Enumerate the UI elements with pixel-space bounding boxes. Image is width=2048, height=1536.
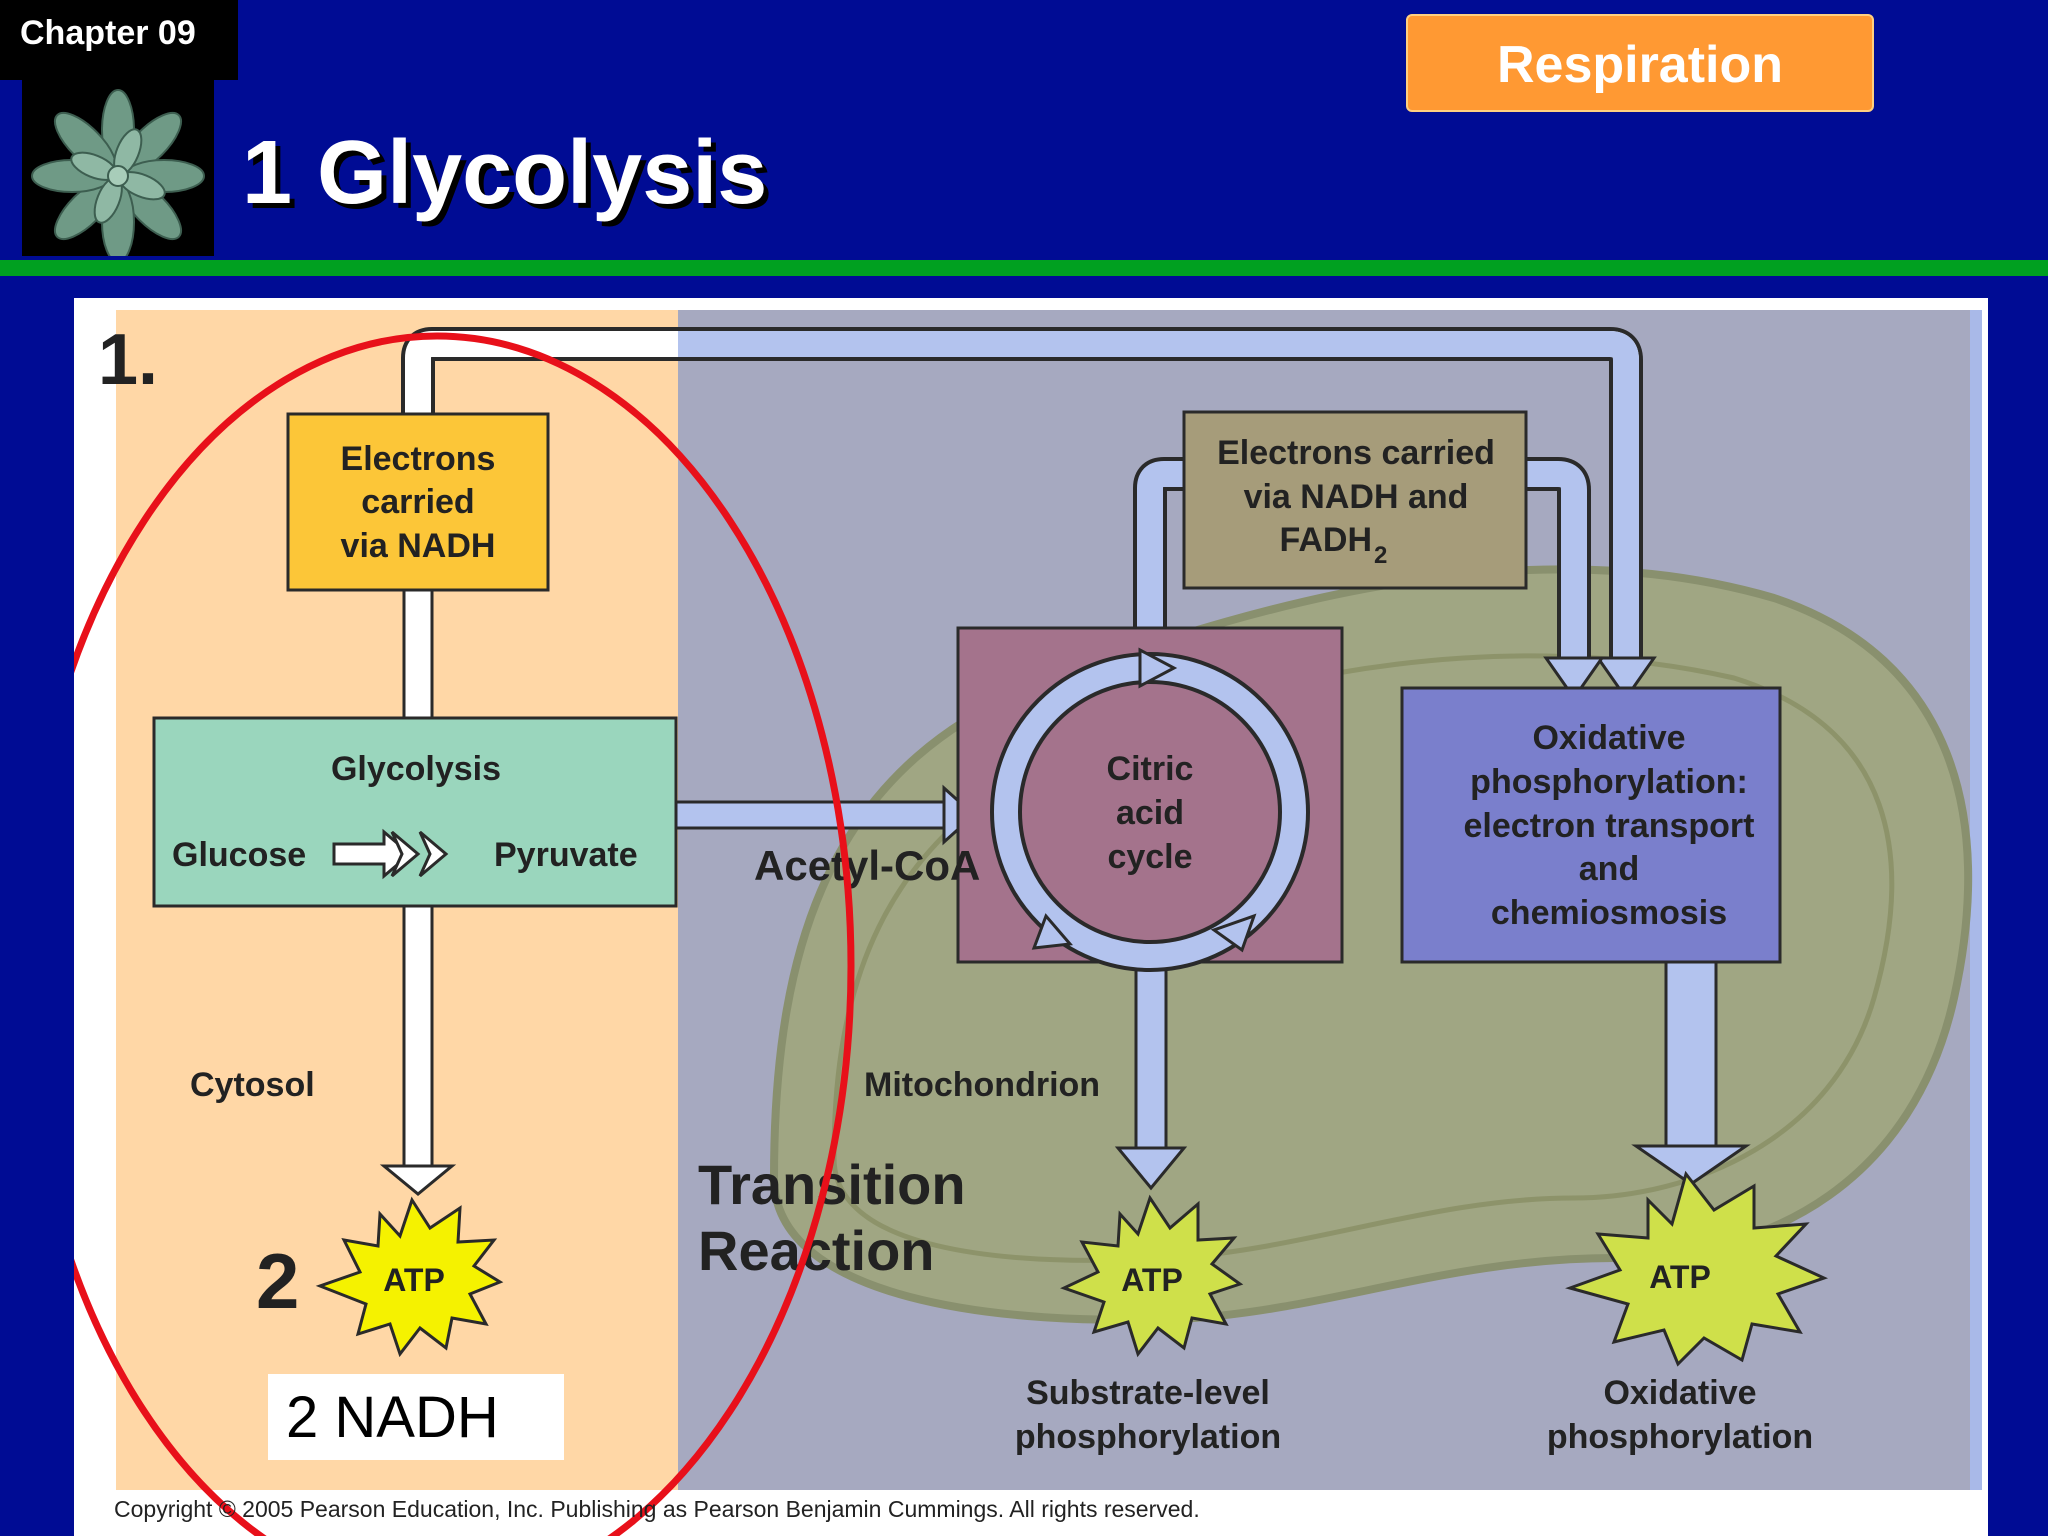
chapter-tag: Chapter 09 bbox=[0, 0, 238, 80]
atp-label-2: ATP bbox=[1121, 1262, 1183, 1298]
atp-starburst-glycolysis: ATP bbox=[315, 1196, 504, 1358]
glucose-label: Glucose bbox=[172, 836, 306, 874]
respiration-diagram: Electrons carried via NADH Glycolysis Gl… bbox=[74, 310, 1982, 1536]
electrons-fadh-line2: via NADH and bbox=[1244, 478, 1469, 516]
oxphos-line5: chemiosmosis bbox=[1491, 894, 1727, 932]
electrons-fadh-line1: Electrons carried bbox=[1217, 434, 1495, 472]
respiration-figure: Electrons carried via NADH Glycolysis Gl… bbox=[74, 298, 1988, 1536]
substrate-line1: Substrate-level bbox=[1026, 1374, 1270, 1412]
oxphos-line1: Oxidative bbox=[1532, 719, 1685, 757]
oxphos-line2: phosphorylation: bbox=[1470, 763, 1748, 801]
oxphos-line3: electron transport bbox=[1464, 807, 1755, 845]
citric-line2: acid bbox=[1116, 794, 1184, 832]
topic-banner: Respiration bbox=[1406, 14, 1874, 112]
copyright-notice: Copyright © 2005 Pearson Education, Inc.… bbox=[114, 1496, 1200, 1522]
green-divider bbox=[0, 260, 2048, 276]
triple-arrow-icon bbox=[332, 828, 449, 880]
substrate-line2: phosphorylation bbox=[1015, 1418, 1281, 1456]
step-number: 1. bbox=[98, 320, 158, 400]
citric-line3: cycle bbox=[1107, 838, 1192, 876]
oxphos-line4: and bbox=[1579, 850, 1639, 888]
glycolysis-label: Glycolysis bbox=[331, 750, 501, 788]
cytosol-label: Cytosol bbox=[190, 1066, 315, 1104]
oxidative-label-line1: Oxidative bbox=[1603, 1374, 1756, 1412]
succulent-plant-logo bbox=[22, 80, 214, 263]
highlight-ellipse bbox=[74, 332, 855, 1536]
slide-title: 1 Glycolysis bbox=[242, 123, 768, 223]
electrons-nadh-line1: Electrons bbox=[341, 440, 496, 478]
nadh-note: 2 NADH bbox=[286, 1385, 499, 1450]
atp-count: 2 bbox=[256, 1237, 299, 1325]
electrons-nadh-line3: via NADH bbox=[341, 527, 496, 565]
atp-starburst-oxidative: ATP bbox=[1565, 1170, 1829, 1367]
electrons-fadh-line3: FADH bbox=[1279, 521, 1372, 559]
citric-line1: Citric bbox=[1107, 750, 1194, 788]
electrons-fadh-subscript: 2 bbox=[1374, 542, 1387, 569]
electrons-nadh-box bbox=[286, 412, 550, 592]
atp-label-3: ATP bbox=[1649, 1259, 1711, 1295]
glycolysis-box bbox=[152, 716, 678, 908]
pyruvate-label: Pyruvate bbox=[494, 836, 638, 874]
electrons-nadh-line2: carried bbox=[361, 483, 474, 521]
mitochondrion-label: Mitochondrion bbox=[864, 1066, 1100, 1104]
oxidative-label-line2: phosphorylation bbox=[1547, 1418, 1813, 1456]
oxidative-phosphorylation-box bbox=[1400, 686, 1782, 964]
atp-label-1: ATP bbox=[383, 1262, 445, 1298]
electrons-nadh-fadh-box bbox=[1182, 410, 1528, 590]
acetyl-coa-label: Acetyl-CoA bbox=[754, 842, 980, 889]
nadh-note-box bbox=[268, 1374, 564, 1460]
atp-starburst-substrate: ATP bbox=[1060, 1194, 1244, 1358]
